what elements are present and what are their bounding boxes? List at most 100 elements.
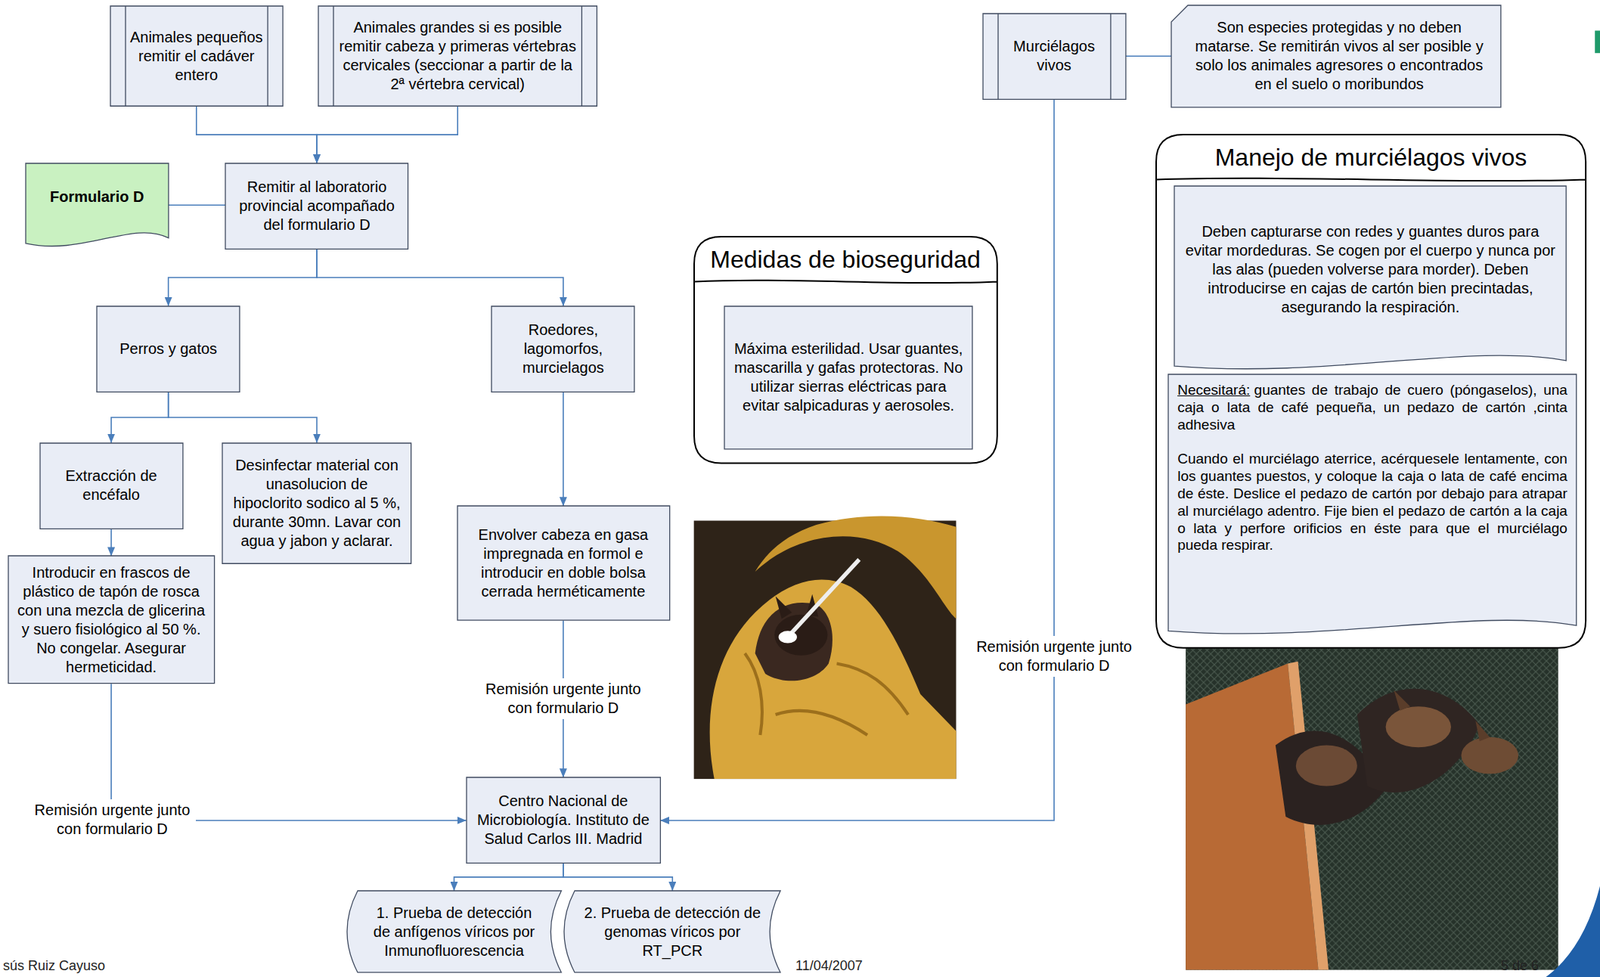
document-box: Formulario D [25,163,169,248]
connector [563,863,673,891]
box-outline-path [8,555,215,684]
connector [168,391,317,443]
connector [316,248,564,307]
note-card: Son especies protegidas y no deben matar… [1171,5,1501,108]
box-text: Introducir en frascos de plástico de tap… [17,564,205,676]
box-text: Centro Nacional de Microbiología. Instit… [477,792,650,847]
bat-ears [1393,690,1490,742]
box-outline-path [466,777,661,863]
glove [710,579,957,779]
swab-tip [778,630,797,643]
box-text: Perros y gatos [119,340,218,357]
connector [562,620,565,778]
corner-decoration [1545,886,1600,977]
box-text: Extracción de encéfalo [65,467,158,503]
box-outline-path [1171,5,1501,108]
bat-wing [1357,688,1480,793]
footer-text: 5 de 6 [1500,957,1539,974]
box-outline [982,13,1126,100]
box-outline-path [222,443,412,564]
box-text: Son especies protegidas y no deben matar… [1195,18,1484,93]
panel-heading: Manejo de murciélagos vivos [1156,134,1586,180]
document-box: Necesitará:guantes de trabajo de cuero (… [1168,374,1577,635]
box-outline-path [318,6,597,106]
process-box: Remitir al laboratorio provincial acompa… [225,163,409,249]
box-outline-path [96,306,240,392]
connector [454,863,564,891]
process-box: Introducir en frascos de plástico de tap… [8,555,215,684]
bat-wing [755,602,833,681]
process-box: Roedores, lagomorfos, murcielagos [491,306,635,392]
process-box: Máxima esterilidad. Usar guantes, mascar… [724,306,973,450]
process-box: Centro Nacional de Microbiología. Instit… [466,777,661,863]
panel: Manejo de murciélagos vivosDeben captura… [1156,134,1586,649]
box-outline-path [225,163,409,249]
connector [111,683,467,821]
box-text: Cuando el murciélago aterrice, acérquese… [1177,450,1568,553]
process-box: Murciélagos vivos [982,13,1126,100]
box-text: 1. Prueba de detección de anfígenos víri… [373,904,535,959]
connector [111,391,169,443]
connector [168,204,227,206]
document-box: Deben capturarse con redes y guantes dur… [1174,186,1566,370]
box-text: Remitir al laboratorio provincial acompa… [238,178,395,233]
connector [168,248,317,307]
photo-bats-box [1185,648,1559,970]
box-outline [40,443,183,529]
box-outline-path [1168,374,1577,634]
process-box: Perros y gatos [96,306,240,392]
mesh [1185,648,1559,970]
footer-text: sús Ruiz Cayuso [3,957,106,974]
box-outline-path [25,163,169,247]
edge-label: Remisión urgente junto con formulario D [479,678,648,720]
box-outline-path [694,236,998,464]
process-box: Animales grandes si es posible remitir c… [318,6,597,106]
bat-body [1386,706,1452,748]
result-box: 1. Prueba de detección de anfígenos víri… [347,890,562,973]
box-outline-path [457,505,670,621]
bat-body [1296,745,1358,787]
box-text: Envolver cabeza en gasa impregnada en fo… [478,526,649,600]
box-text: Roedores, lagomorfos, murcielagos [522,321,605,376]
corner-decoration [1594,31,1600,54]
box-text: 2. Prueba de detección de genomas vírico… [584,904,762,959]
box-outline-path [982,13,1126,100]
edge-label: Remisión urgente junto con formulario D [27,799,196,841]
swab-stick [787,559,859,638]
connector [110,528,112,556]
box-outline [25,163,169,248]
process-box: Extracción de encéfalo [40,443,183,529]
box-outline-path [40,443,183,529]
bat-ears [775,594,819,619]
box-outline [1174,186,1566,370]
box-outline-path [1156,134,1586,649]
connector [196,105,317,164]
footer-text: 11/04/2007 [795,957,863,974]
box-outline-path [110,6,283,106]
box-text: Animales pequeños remitir el cadáver ent… [130,28,264,84]
box-outline-path [724,306,973,450]
box-outline-path [564,890,781,973]
box-text: Máxima esterilidad. Usar guantes, mascar… [734,340,963,414]
process-box: Desinfectar material con unasolucion de … [222,443,412,564]
result-box: 2. Prueba de detección de genomas vírico… [564,890,781,973]
connector [1125,55,1172,57]
panel-heading: Medidas de bioseguridad [694,236,998,282]
box-text: Necesitará: [1177,381,1250,398]
photo-background [1185,648,1559,970]
edge-label: Remisión urgente junto con formulario D [970,635,1138,677]
box-outline-path [491,306,635,392]
panel: Medidas de bioseguridadMáxima esterilida… [694,236,998,464]
connector [316,105,458,164]
box-outline-path [347,890,562,973]
box-text: Desinfectar material con unasolucion de … [232,456,401,549]
box-outline [457,505,670,621]
box-outline [724,306,973,450]
box-outline-path [1174,186,1566,369]
box-text: Murciélagos vivos [1013,37,1095,74]
bat-body [1460,737,1519,775]
box-text: Formulario D [49,188,144,205]
box-text: Animales grandes si es posible remitir c… [339,18,577,93]
photo-glove-bat [694,515,957,779]
process-box: Animales pequeños remitir el cadáver ent… [110,6,283,106]
